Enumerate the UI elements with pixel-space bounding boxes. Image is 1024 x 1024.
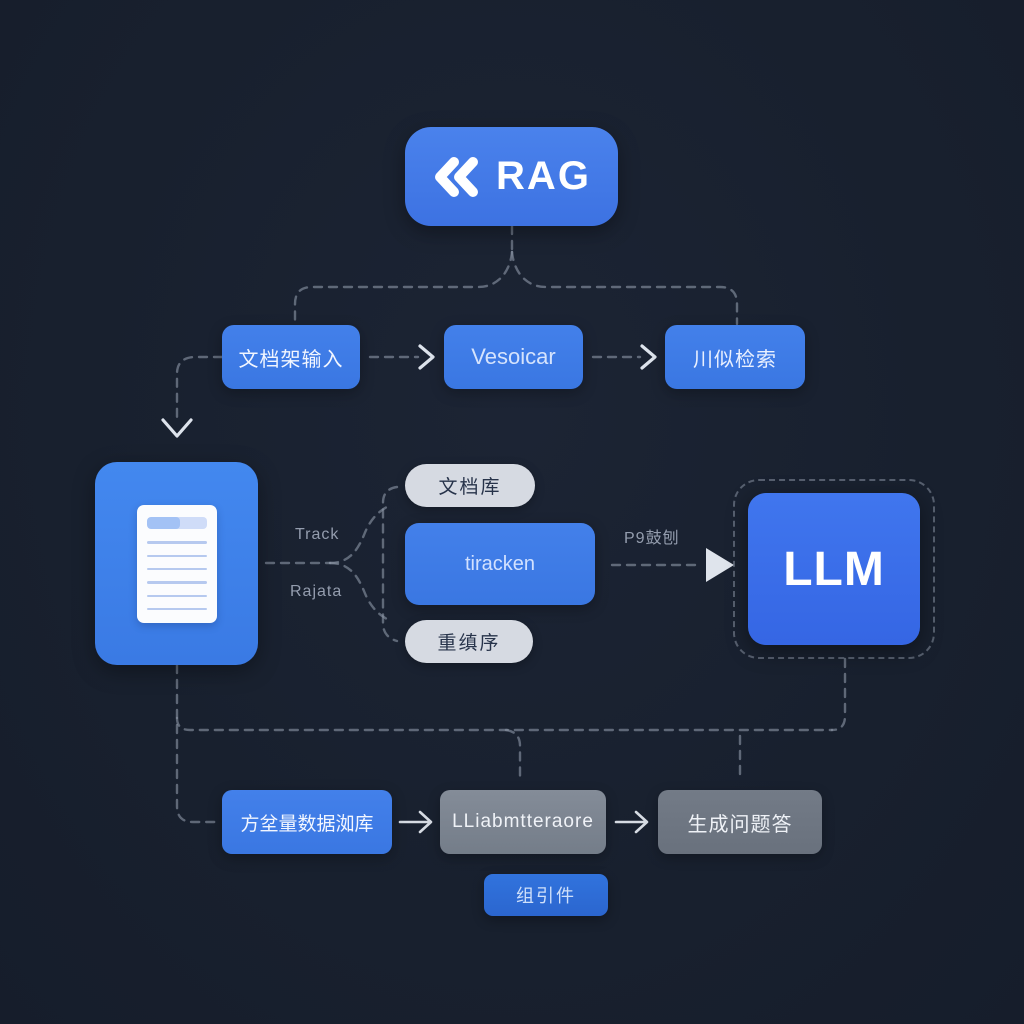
node-llm: LLM — [748, 493, 920, 645]
fork-label-top: Track — [295, 526, 340, 543]
diagram-title: RAG — [496, 154, 591, 198]
arrow-down-icon — [161, 418, 193, 438]
node-vector-database: 方坌量数据洳库 — [222, 790, 392, 854]
connector-pill-bracket — [381, 485, 399, 643]
footer-component-chip: 组引件 — [484, 874, 608, 916]
fork-label-bottom: Rajata — [290, 583, 343, 600]
connector-split-left — [293, 250, 514, 326]
arrow-right-icon — [640, 344, 657, 370]
node-retrieval: tiracken — [405, 523, 595, 605]
llm-arrow-label: P9鼓刨 — [624, 530, 680, 547]
connector-fork-down — [328, 561, 393, 623]
connector-box1-document — [175, 355, 224, 420]
document-icon — [136, 504, 217, 623]
arrow-right-icon — [614, 810, 649, 834]
connector-bottom-horizontal — [175, 716, 834, 732]
pill-document-store: 文档库 — [405, 464, 535, 507]
arrow-right-icon — [706, 548, 734, 582]
connector-drop-middle — [504, 728, 522, 780]
double-chevron-left-icon — [435, 156, 479, 197]
connector-document-vectordb — [175, 663, 222, 824]
rag-header-box: RAG — [405, 127, 618, 226]
connector-split-right — [510, 250, 739, 326]
document-tile — [95, 462, 258, 665]
node-llm-interface: LLiabmtteraore — [440, 790, 606, 854]
connector-fork-up — [328, 503, 393, 565]
llm-dashed-frame — [733, 479, 935, 659]
node-similarity-search: 川似检索 — [665, 325, 805, 389]
node-vectorize: Vesoicar — [444, 325, 583, 389]
arrow-right-icon — [418, 344, 435, 370]
node-generate-answer: 生成问题答 — [658, 790, 822, 854]
connector-llm-bottom — [830, 657, 847, 732]
node-document-input: 文档架输入 — [222, 325, 360, 389]
pill-rerank: 重缜序 — [405, 620, 533, 663]
arrow-right-icon — [398, 810, 433, 834]
